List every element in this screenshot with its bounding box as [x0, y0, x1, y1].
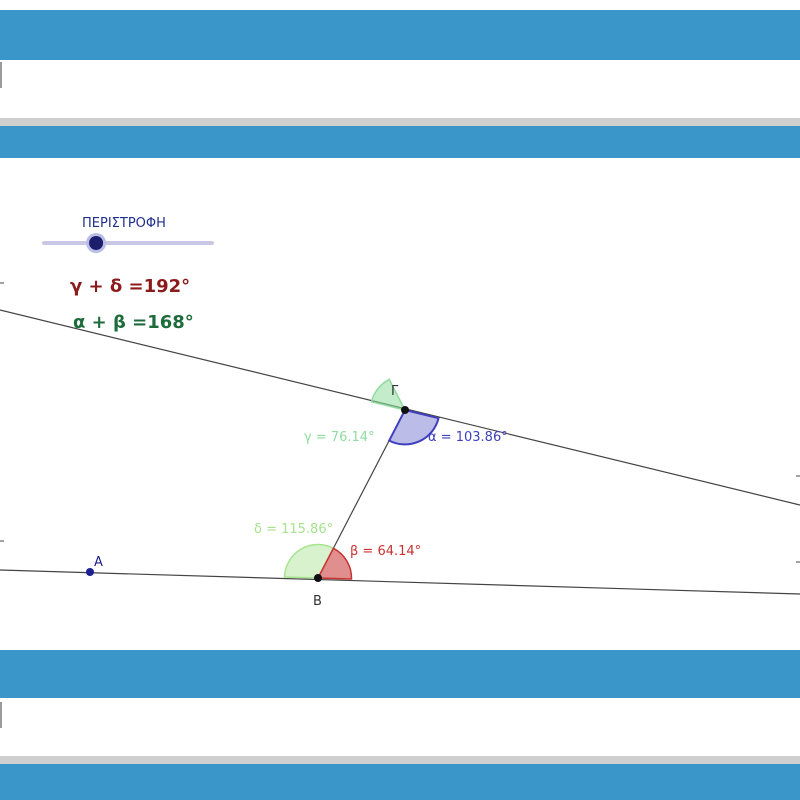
- bottom-input-area-edge: [0, 702, 2, 728]
- sum-alpha-beta: α + β =168°: [73, 312, 194, 333]
- angle-gamma-sector: [370, 378, 407, 412]
- graphics-view[interactable]: ΠΕΡΙΣΤΡΟΦΗ γ + δ =192° α + β =168° A B Γ…: [0, 160, 800, 650]
- angle-gamma-label: γ = 76.14°: [304, 430, 375, 445]
- graphics-header: [0, 126, 800, 158]
- point-b[interactable]: [314, 574, 322, 582]
- lower-line[interactable]: [0, 569, 800, 595]
- slider-knob[interactable]: [89, 236, 104, 250]
- slider-label: ΠΕΡΙΣΤΡΟΦΗ: [82, 216, 166, 231]
- separator-top: [0, 118, 800, 126]
- angle-beta-sector: [316, 547, 353, 580]
- bottom-toolbar: [0, 650, 800, 698]
- bottom-graphics-header: [0, 764, 800, 800]
- point-a[interactable]: [86, 568, 94, 576]
- angle-delta-sector: [283, 543, 335, 579]
- separator-bottom: [0, 756, 800, 764]
- bottom-input-area[interactable]: [0, 698, 800, 756]
- angle-beta-label: β = 64.14°: [350, 544, 421, 559]
- point-a-label: A: [94, 555, 103, 570]
- point-gamma[interactable]: [401, 406, 409, 414]
- sum-gamma-delta: γ + δ =192°: [70, 276, 190, 297]
- point-b-label: B: [313, 594, 322, 609]
- geometry-canvas[interactable]: ΠΕΡΙΣΤΡΟΦΗ γ + δ =192° α + β =168° A B Γ…: [0, 160, 800, 650]
- top-white-strip: [0, 0, 800, 10]
- point-gamma-label: Γ: [391, 384, 399, 399]
- angle-alpha-sector: [387, 408, 440, 446]
- input-area[interactable]: [0, 60, 800, 118]
- top-toolbar: [0, 10, 800, 60]
- input-area-edge: [0, 62, 2, 88]
- angle-delta-label: δ = 115.86°: [254, 522, 333, 537]
- angle-alpha-label: α = 103.86°: [428, 430, 508, 445]
